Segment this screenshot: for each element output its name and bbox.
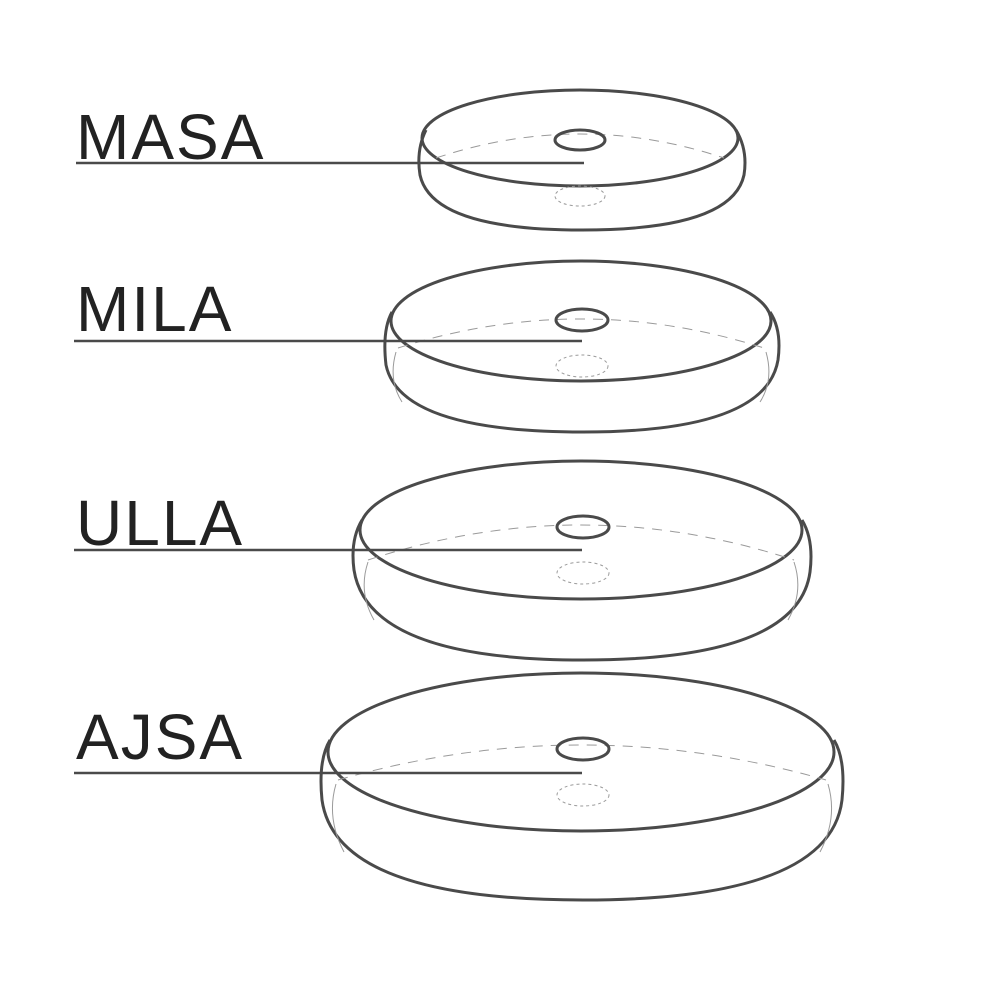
basin-ulla-side-inner xyxy=(363,561,799,621)
basin-ajsa-drain-below xyxy=(556,783,610,807)
basin-masa-drain-below xyxy=(554,185,606,207)
basin-ulla-drain-below xyxy=(556,561,610,585)
basin-ajsa-side-inner xyxy=(331,783,833,853)
basin-masa xyxy=(417,88,747,232)
basin-ajsa xyxy=(319,671,845,902)
basin-mila-bowl-contour xyxy=(397,318,765,349)
basin-masa-rim xyxy=(420,88,740,188)
basin-mila-drain xyxy=(554,307,610,333)
basin-masa-drain xyxy=(553,128,607,152)
basin-masa-body-outline xyxy=(417,129,747,232)
basin-ajsa-rim xyxy=(326,671,836,833)
basin-label-ajsa: AJSA xyxy=(76,701,245,773)
basin-ulla-drain xyxy=(555,514,611,540)
basin-mila-drain-below xyxy=(555,354,609,378)
basin-ulla xyxy=(351,459,813,662)
basin-ajsa-bowl-contour xyxy=(337,744,827,781)
basin-mila xyxy=(383,259,781,434)
basin-mila-rim xyxy=(389,259,773,383)
basin-ulla-body-outline xyxy=(351,519,813,662)
basin-mila-side-inner xyxy=(392,351,770,403)
basin-label-masa: MASA xyxy=(76,101,266,173)
basin-masa-bowl-contour xyxy=(435,133,725,159)
basin-ulla-rim xyxy=(358,459,804,601)
basin-ajsa-body-outline xyxy=(319,739,845,902)
basin-ulla-bowl-contour xyxy=(367,524,795,561)
basin-label-ulla: ULLA xyxy=(76,487,245,559)
basin-mila-body-outline xyxy=(383,311,781,434)
basin-ajsa-drain xyxy=(555,736,611,762)
basin-label-mila: MILA xyxy=(76,273,234,345)
